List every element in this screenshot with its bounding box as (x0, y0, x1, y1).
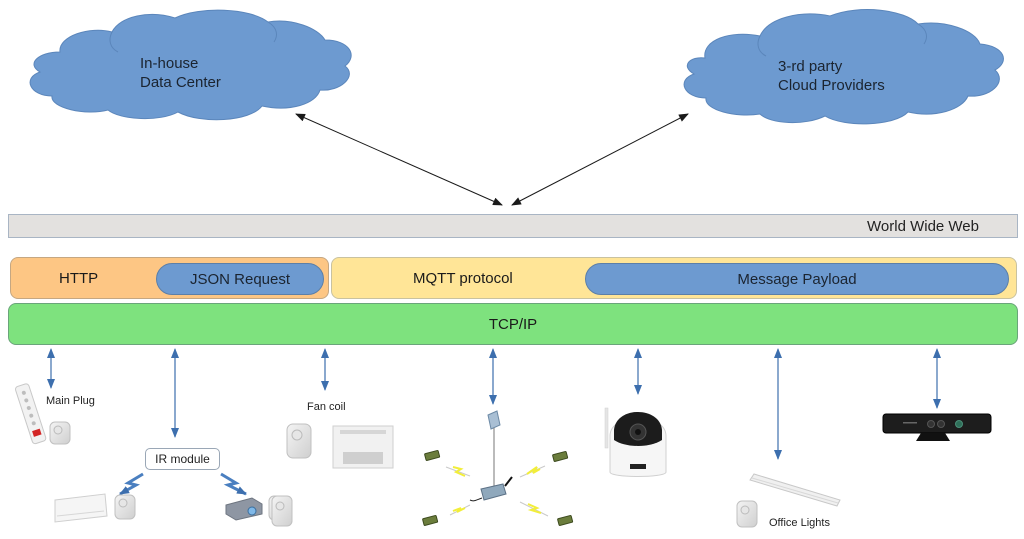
sensor-network-icon (422, 410, 574, 526)
ir-signal-to-ac-icon (119, 472, 144, 496)
ir-signal-icons (119, 472, 247, 496)
tcp-ip-label: TCP/IP (488, 315, 538, 333)
air-conditioner-icon (54, 493, 136, 523)
office-lights-label: Office Lights (769, 517, 830, 529)
main-plug-label: Main Plug (46, 395, 95, 407)
sensor-node-icons (422, 450, 574, 526)
cloud-label-line: 3-rd party (778, 58, 843, 75)
office-lights-icon (736, 473, 841, 528)
ip-camera-icon (604, 407, 667, 477)
cloud-label-line: Data Center (140, 74, 221, 91)
http-label: HTTP (59, 270, 99, 287)
message-payload-block: Message Payload (585, 263, 1009, 295)
depth-sensor-icon (882, 413, 992, 441)
fan-coil-label: Fan coil (307, 401, 346, 413)
mqtt-protocol-label: MQTT protocol (413, 270, 513, 287)
mqtt-layer: MQTT protocol Message Payload (331, 257, 1017, 299)
device-connection-arrows (47, 348, 941, 460)
json-request-block: JSON Request (156, 263, 324, 295)
wireless-link-icons (445, 465, 549, 517)
third-party-cloud-providers-cloud (683, 9, 1004, 125)
main-plug-device-icon (14, 383, 71, 445)
arrow-www-to-cloud-providers (511, 113, 689, 206)
ir-module-box: IR module (145, 448, 220, 470)
third-party-cloud-label: 3-rd party Cloud Providers (778, 57, 885, 95)
arrow-www-to-data-center (295, 113, 503, 206)
in-house-data-center-cloud (29, 9, 352, 121)
gateway-hub-icon (469, 476, 513, 502)
ir-signal-to-projector-icon (220, 472, 247, 496)
fan-coil-device-icon (271, 423, 394, 527)
tcp-ip-layer: TCP/IP (8, 303, 1018, 345)
ir-module-label: IR module (155, 452, 210, 466)
http-layer: HTTP JSON Request (10, 257, 329, 299)
cloud-label-line: In-house (140, 55, 199, 72)
world-wide-web-label: World Wide Web (867, 217, 979, 235)
message-payload-label: Message Payload (737, 270, 857, 288)
in-house-data-center-label: In-house Data Center (140, 54, 221, 92)
cloud-label-line: Cloud Providers (778, 77, 885, 94)
world-wide-web-layer: World Wide Web (8, 214, 1018, 238)
json-request-label: JSON Request (189, 270, 291, 288)
